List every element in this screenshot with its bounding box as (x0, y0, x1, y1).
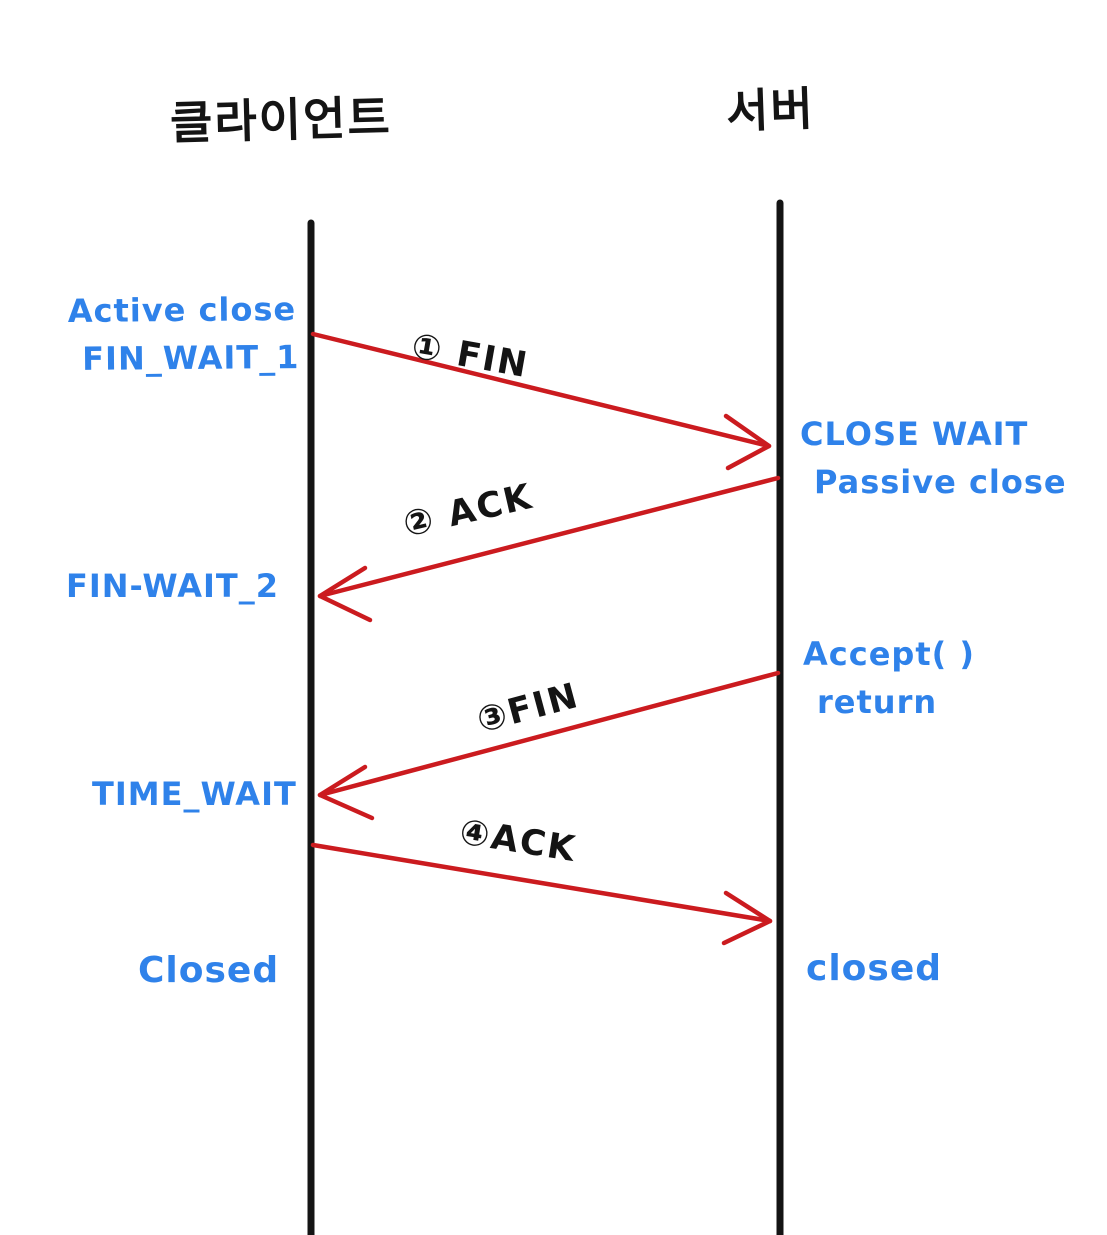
server-title: 서버 (725, 81, 816, 139)
state-close-wait-label: CLOSE WAIT (800, 415, 1029, 453)
message-arrow-1-head (723, 413, 772, 471)
state-return-label: return (817, 683, 938, 721)
state-active-close-fin-wait-1: Active close FIN_WAIT_1 (68, 285, 300, 383)
message-arrow-1-shaft (310, 331, 772, 449)
state-time-wait: TIME_WAIT (92, 775, 297, 813)
message-arrow-2-ack (317, 475, 781, 623)
message-arrow-2-shaft (317, 475, 781, 599)
state-accept-return: Accept( ) return (803, 630, 975, 726)
state-client-closed: Closed (138, 950, 280, 991)
message-arrow-1-fin (310, 331, 772, 471)
state-passive-close-label: Passive close (814, 463, 1067, 501)
state-close-wait-passive-close: CLOSE WAIT Passive close (800, 410, 1067, 506)
state-server-closed: closed (806, 948, 943, 989)
state-accept-label: Accept( ) (803, 635, 975, 673)
message-arrow-3-head (317, 764, 375, 821)
message-arrow-4-head (721, 890, 773, 946)
message-arrow-3-shaft (317, 670, 781, 798)
state-fin-wait-1-label: FIN_WAIT_1 (82, 337, 300, 378)
state-fin-wait-2: FIN-WAIT_2 (66, 567, 280, 605)
message-arrow-2-head (317, 565, 373, 623)
message-arrow-3-fin (317, 670, 781, 821)
state-active-close-label: Active close (67, 290, 297, 331)
message-arrow-4-shaft (310, 842, 773, 924)
message-arrow-4-ack (310, 842, 773, 946)
client-title: 클라이언트 (169, 90, 393, 150)
